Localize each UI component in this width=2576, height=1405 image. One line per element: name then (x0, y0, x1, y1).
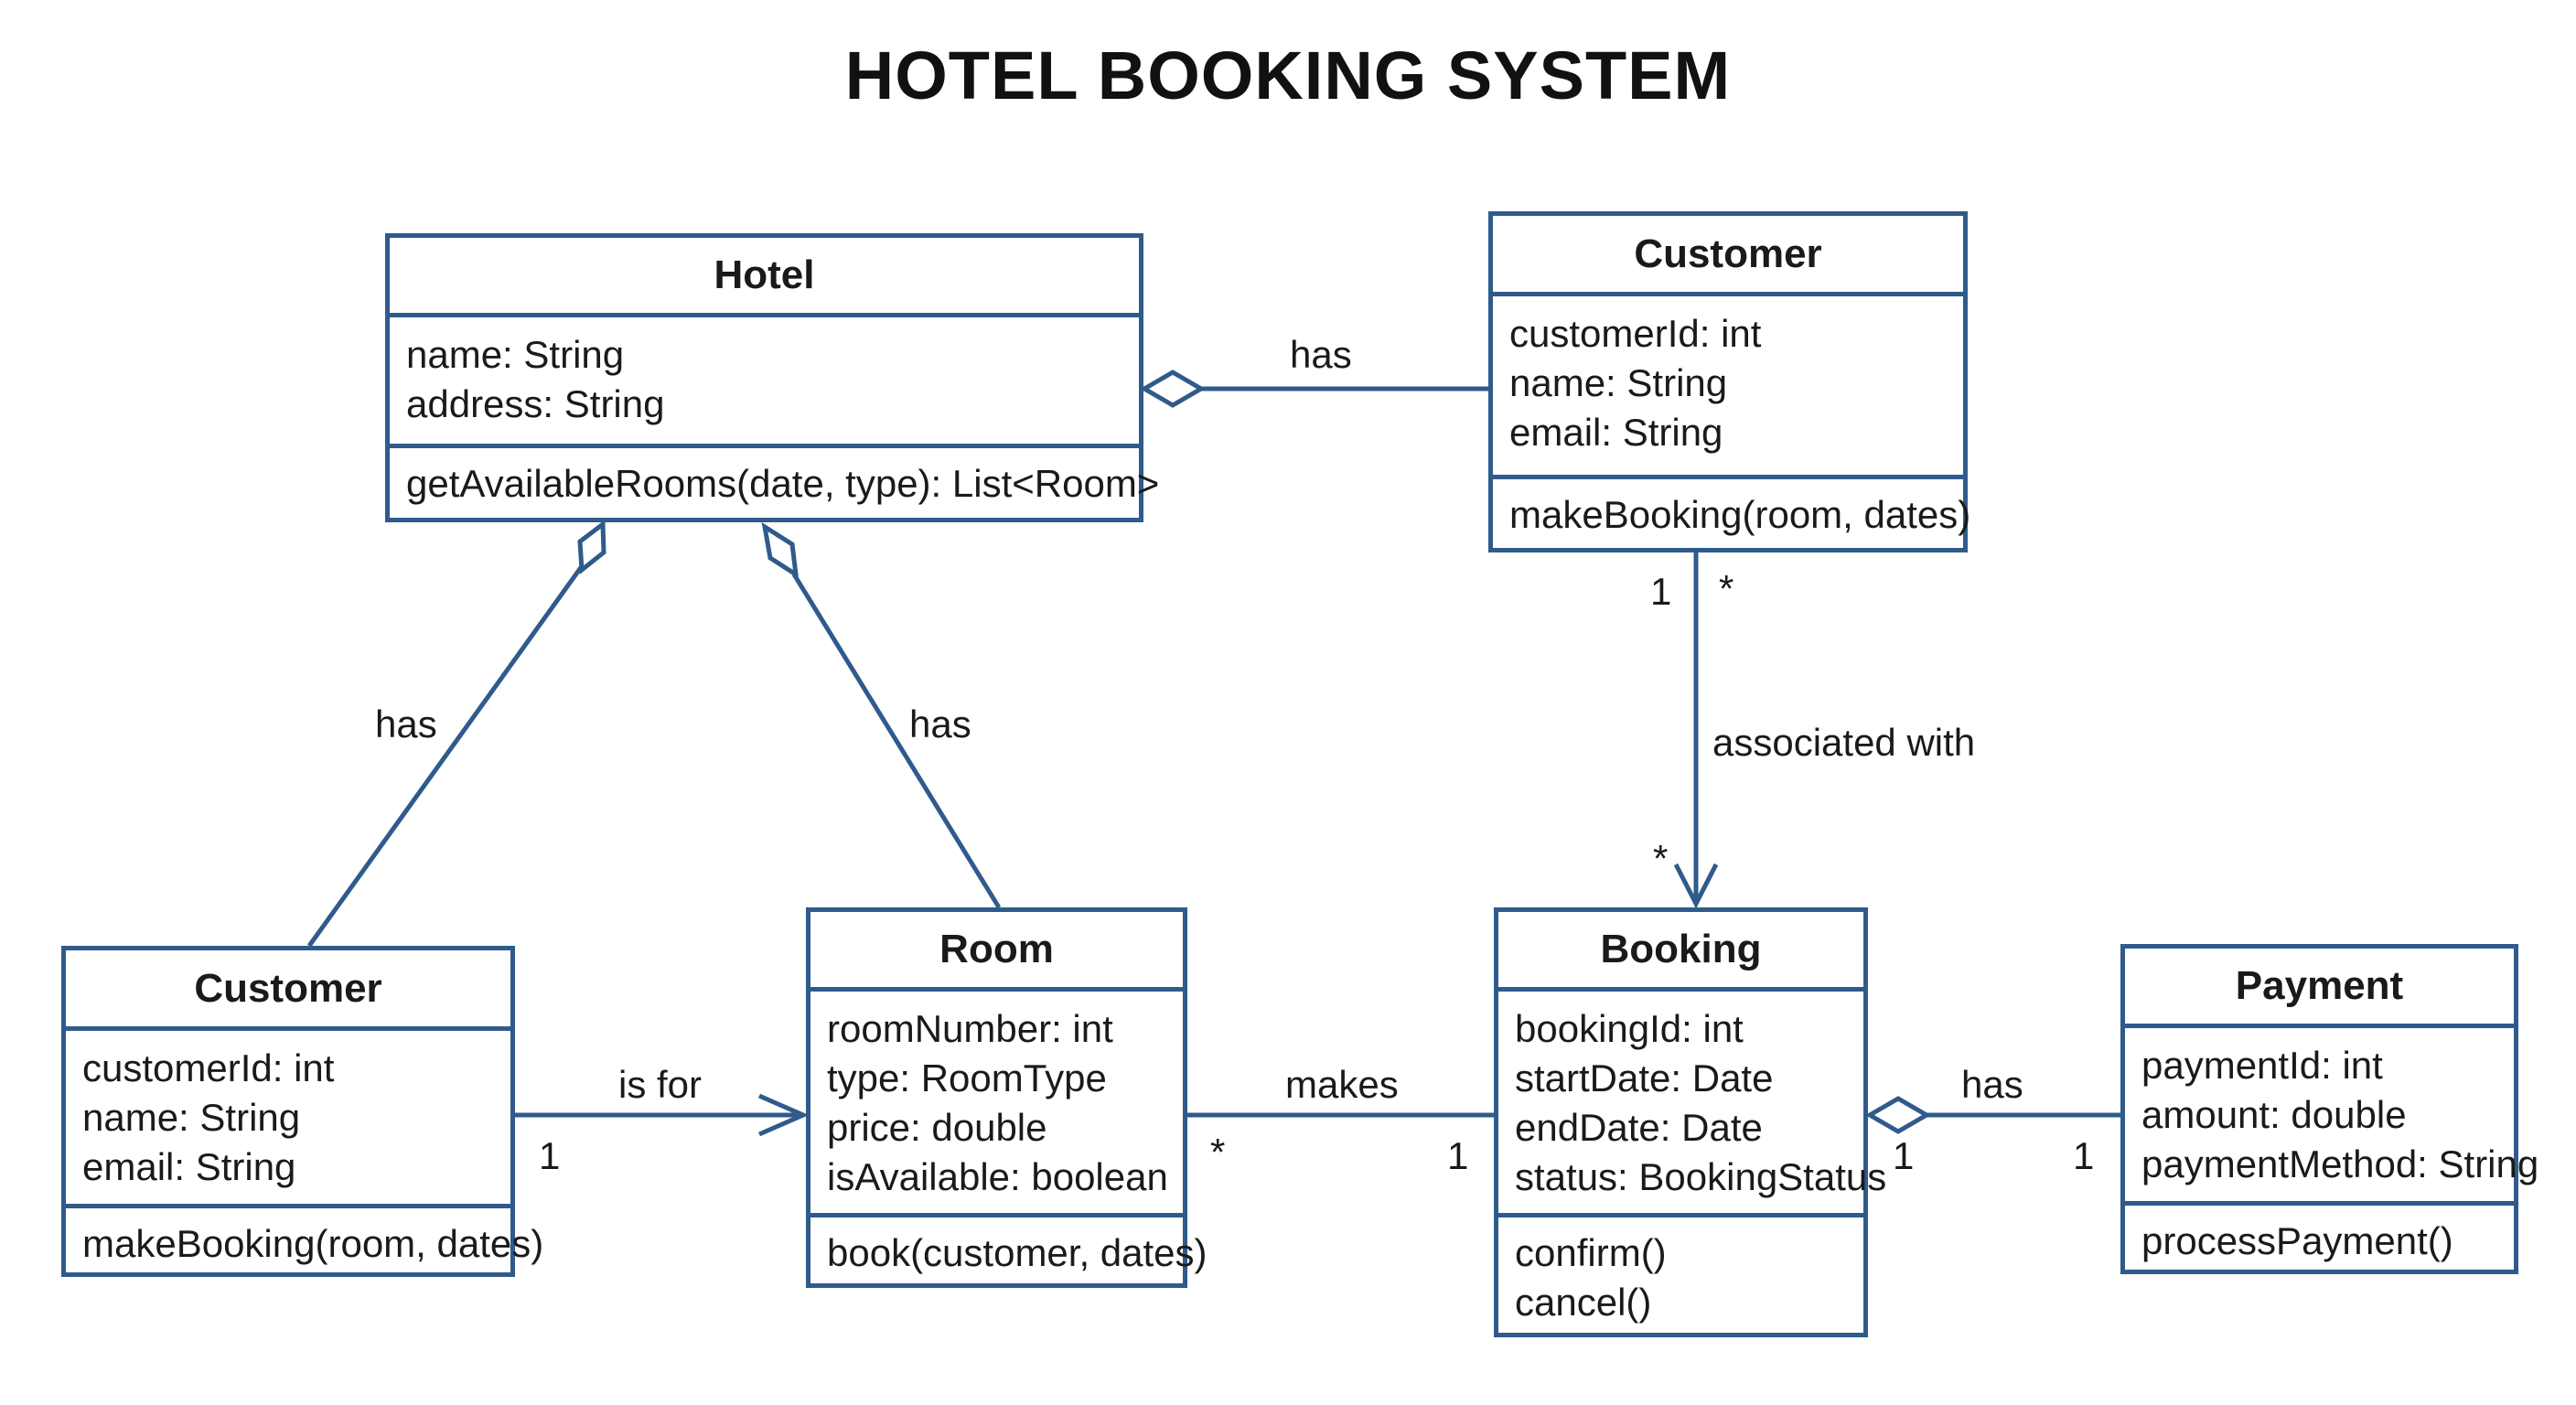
class-name: Customer (66, 950, 510, 1031)
room-booking-multiplicity-room: * (1210, 1131, 1226, 1174)
class-attributes: roomNumber: int type: RoomType price: do… (810, 992, 1183, 1217)
attribute: paymentId: int (2141, 1044, 2383, 1087)
attribute: customerId: int (82, 1046, 335, 1089)
customer-booking-multiplicity-a: 1 (1650, 570, 1672, 613)
attribute: customerId: int (1509, 312, 1762, 355)
hotel-customer-label: has (1290, 333, 1352, 376)
class-name: Room (810, 912, 1183, 992)
customer-room-label: is for (618, 1063, 703, 1106)
hotel-customer-left-label: has (375, 702, 437, 745)
attribute: name: String (406, 333, 625, 376)
class-name: Booking (1498, 912, 1863, 992)
room-booking-label: makes (1285, 1063, 1399, 1106)
attribute: name: String (1509, 361, 1728, 404)
class-customer[interactable]: Customer customerId: int name: String em… (1488, 211, 1971, 552)
operation: getAvailableRooms(date, type): List<Room… (406, 462, 1160, 505)
hotel-customer-left-line (306, 564, 585, 948)
attribute: email: String (1509, 411, 1723, 454)
class-attributes: name: String address: String (390, 317, 1139, 448)
operation: cancel() (1515, 1281, 1652, 1324)
diagram-title: HOTEL BOOKING SYSTEM (844, 38, 1732, 113)
class-operations: getAvailableRooms(date, type): List<Room… (390, 448, 1160, 518)
hotel-room-aggregation-diamond (761, 521, 800, 579)
attribute: status: BookingStatus (1515, 1155, 1887, 1198)
class-hotel[interactable]: Hotel name: String address: String getAv… (385, 233, 1160, 522)
hotel-customer-aggregation-diamond (1140, 370, 1206, 408)
operation: confirm() (1515, 1231, 1667, 1274)
attribute: name: String (82, 1096, 301, 1139)
attribute: startDate: Date (1515, 1056, 1774, 1099)
class-name: Payment (2125, 949, 2514, 1028)
class-customer-left[interactable]: Customer customerId: int name: String em… (61, 946, 544, 1278)
customer-booking-multiplicity-b: * (1719, 567, 1734, 610)
class-name: Hotel (390, 238, 1139, 317)
booking-payment-label: has (1961, 1063, 2023, 1106)
customer-room-multiplicity: 1 (539, 1134, 561, 1177)
class-operations: makeBooking(room, dates) (1493, 479, 1971, 549)
attribute: amount: double (2141, 1093, 2407, 1136)
hotel-customer-left-aggregation-diamond (577, 520, 606, 574)
booking-payment-multiplicity-payment: 1 (2073, 1134, 2095, 1177)
hotel-room-label: has (909, 702, 971, 745)
booking-payment-aggregation-diamond (1865, 1096, 1931, 1134)
customer-booking-label: associated with (1712, 721, 1976, 764)
class-operations: processPayment() (2125, 1206, 2514, 1275)
class-operations: book(customer, dates) (810, 1217, 1208, 1287)
operation: makeBooking(room, dates) (1509, 493, 1971, 536)
attribute: type: RoomType (827, 1056, 1107, 1099)
customer-booking-multiplicity-end: * (1653, 837, 1669, 880)
attribute: bookingId: int (1515, 1007, 1744, 1050)
attribute: paymentMethod: String (2141, 1142, 2539, 1185)
class-payment[interactable]: Payment paymentId: int amount: double pa… (2120, 944, 2539, 1275)
class-operations: makeBooking(room, dates) (66, 1208, 544, 1278)
customer-room-arrowhead (757, 1093, 810, 1137)
attribute: email: String (82, 1145, 296, 1188)
class-attributes: customerId: int name: String email: Stri… (1493, 296, 1963, 479)
class-operations: confirm() cancel() (1498, 1217, 1863, 1336)
attribute: isAvailable: boolean (827, 1155, 1168, 1198)
operation: makeBooking(room, dates) (82, 1222, 544, 1265)
class-name: Customer (1493, 216, 1963, 296)
hotel-room-line (791, 573, 1002, 909)
operation: book(customer, dates) (827, 1231, 1208, 1274)
attribute: endDate: Date (1515, 1106, 1763, 1149)
class-attributes: paymentId: int amount: double paymentMet… (2125, 1028, 2539, 1206)
class-booking[interactable]: Booking bookingId: int startDate: Date e… (1494, 907, 1887, 1337)
operation: processPayment() (2141, 1219, 2453, 1262)
attribute: roomNumber: int (827, 1007, 1113, 1050)
class-attributes: customerId: int name: String email: Stri… (66, 1031, 510, 1208)
booking-payment-multiplicity-booking: 1 (1893, 1134, 1915, 1177)
room-booking-multiplicity-booking: 1 (1447, 1134, 1469, 1177)
class-room[interactable]: Room roomNumber: int type: RoomType pric… (806, 907, 1208, 1288)
attribute: address: String (406, 382, 665, 425)
customer-booking-arrowhead (1673, 863, 1719, 909)
class-attributes: bookingId: int startDate: Date endDate: … (1498, 992, 1887, 1217)
attribute: price: double (827, 1106, 1047, 1149)
